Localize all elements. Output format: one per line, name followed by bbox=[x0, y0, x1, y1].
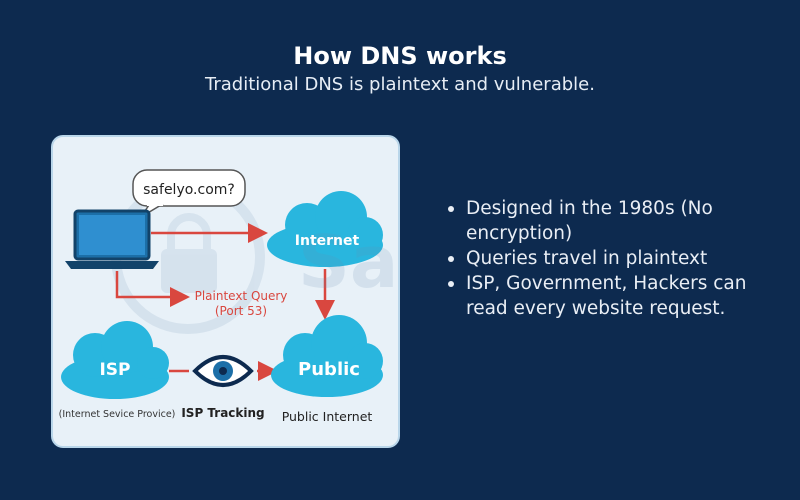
isp-cloud-icon bbox=[61, 321, 169, 399]
feature-list: Designed in the 1980s (No encryption) Qu… bbox=[444, 196, 774, 321]
public-label: Public bbox=[298, 359, 360, 380]
list-item: Designed in the 1980s (No encryption) bbox=[444, 196, 774, 246]
page-subtitle: Traditional DNS is plaintext and vulnera… bbox=[205, 74, 595, 95]
laptop-icon bbox=[65, 209, 159, 269]
tracking-label: ISP Tracking bbox=[181, 406, 264, 420]
speech-bubble-text: safelyo.com? bbox=[143, 182, 235, 198]
public-cloud-icon bbox=[271, 315, 383, 397]
speech-bubble bbox=[132, 169, 246, 218]
list-item: Queries travel in plaintext bbox=[444, 246, 774, 271]
isp-label: ISP bbox=[99, 360, 130, 380]
page-title: How DNS works bbox=[293, 42, 507, 70]
dns-diagram-panel: Safelyo safelyo.com? Internet Plaintext … bbox=[51, 135, 400, 448]
isp-caption: (Internet Sevice Provice) bbox=[59, 409, 176, 420]
query-label-line2: (Port 53) bbox=[215, 304, 267, 318]
arrow-laptop-query bbox=[115, 271, 190, 307]
watermark-text: Safelyo bbox=[298, 220, 400, 304]
internet-cloud-icon bbox=[267, 191, 383, 267]
internet-label: Internet bbox=[295, 233, 360, 249]
query-label-line1: Plaintext Query bbox=[195, 289, 288, 303]
public-caption: Public Internet bbox=[282, 409, 373, 424]
eye-icon bbox=[192, 355, 254, 387]
list-item: ISP, Government, Hackers can read every … bbox=[444, 271, 774, 321]
